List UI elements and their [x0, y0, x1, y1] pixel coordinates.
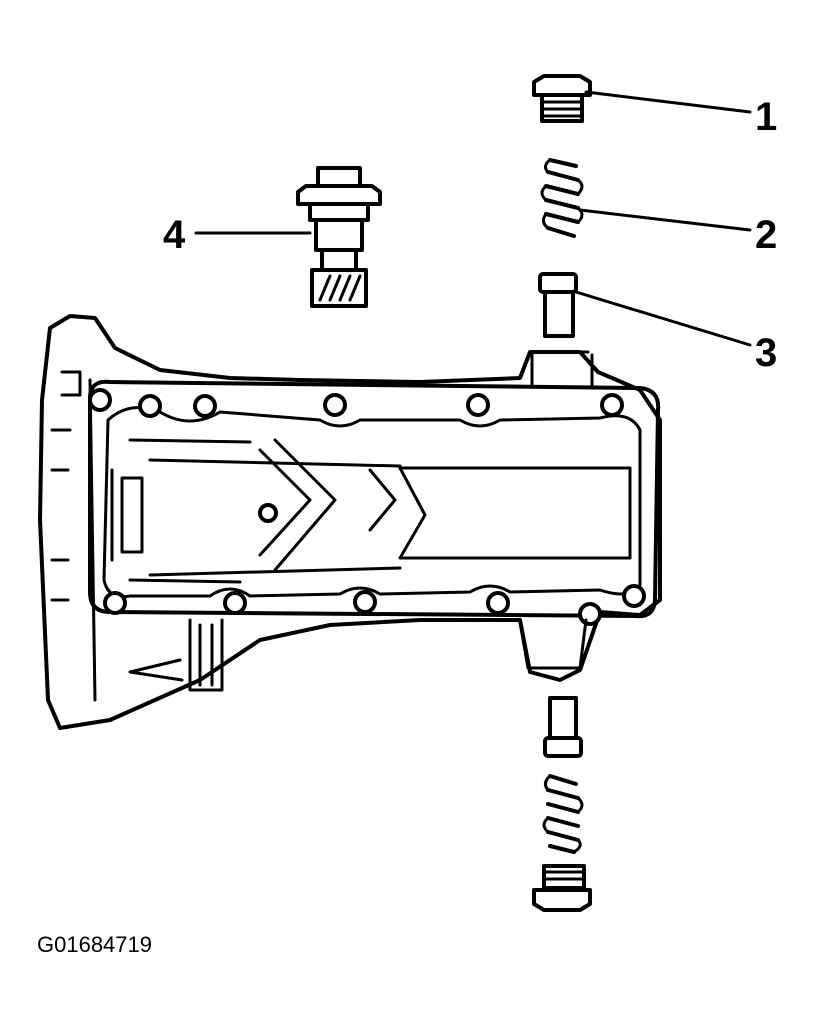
callout-1-label: 1 — [755, 95, 777, 139]
callout-2-label: 2 — [755, 213, 777, 257]
spring-part-2 — [540, 158, 584, 238]
transmission-case — [38, 314, 662, 730]
plunger-part-3 — [538, 272, 578, 338]
lower-plunger — [543, 696, 583, 758]
speedometer-gear-part-4 — [296, 166, 382, 308]
callout-4-label: 4 — [163, 213, 186, 257]
figure-id: G01684719 — [37, 932, 152, 957]
leader-lines — [194, 90, 752, 347]
lower-spring — [542, 774, 584, 854]
plug-part-1 — [532, 74, 592, 123]
lower-plug — [532, 864, 592, 912]
callout-3-label: 3 — [755, 331, 777, 375]
bolt-holes — [88, 388, 646, 626]
